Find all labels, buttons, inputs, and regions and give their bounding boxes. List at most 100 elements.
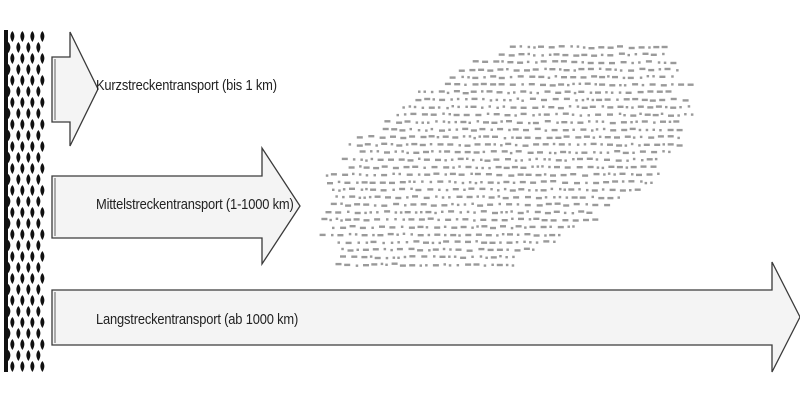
- leaf-shape: [10, 273, 15, 284]
- particle-mark: [584, 82, 591, 85]
- particle-mark: [361, 234, 368, 237]
- particle-mark: [682, 99, 689, 102]
- particle-mark: [524, 226, 527, 229]
- particle-mark: [544, 120, 551, 123]
- particle-mark: [624, 144, 628, 147]
- particle-mark: [520, 90, 527, 93]
- particle-mark: [628, 69, 635, 72]
- particle-mark: [563, 188, 566, 191]
- particle-mark: [548, 158, 551, 161]
- particle-mark: [625, 91, 632, 94]
- particle-mark: [501, 219, 508, 222]
- particle-mark: [625, 106, 629, 109]
- particle-mark: [404, 120, 411, 123]
- particle-mark: [527, 151, 534, 154]
- particle-mark: [561, 121, 568, 124]
- particle-mark: [425, 129, 428, 132]
- particle-mark: [441, 210, 444, 213]
- label-short-distance: Kurzstreckentransport (bis 1 km): [96, 77, 277, 94]
- particle-mark: [396, 113, 399, 117]
- particle-mark: [553, 53, 560, 56]
- particle-mark: [444, 173, 447, 176]
- particle-mark: [490, 188, 493, 191]
- particle-mark: [594, 83, 597, 86]
- particle-mark: [485, 173, 492, 176]
- particle-mark: [520, 166, 527, 169]
- particle-mark: [503, 180, 510, 184]
- particle-mark: [424, 173, 431, 176]
- particle-mark: [564, 90, 571, 93]
- particle-mark: [653, 45, 660, 49]
- leaf-shape: [26, 130, 31, 141]
- particle-mark: [493, 158, 500, 161]
- particle-mark: [554, 151, 557, 155]
- particle-mark: [418, 157, 421, 160]
- particle-mark: [559, 187, 562, 191]
- particle-mark: [392, 172, 395, 175]
- particle-mark: [517, 61, 524, 64]
- particle-mark: [363, 219, 370, 222]
- particle-mark: [550, 219, 557, 222]
- particle-mark: [446, 91, 450, 95]
- particle-mark: [452, 188, 459, 191]
- particle-mark: [480, 82, 487, 86]
- particle-mark: [583, 143, 587, 146]
- particle-mark: [661, 45, 668, 49]
- particle-mark: [365, 174, 369, 177]
- particle-mark: [421, 121, 424, 124]
- particle-mark: [393, 202, 400, 206]
- particle-mark: [595, 120, 599, 123]
- particle-mark: [425, 226, 429, 229]
- particle-mark: [497, 189, 500, 192]
- particle-mark: [374, 218, 381, 221]
- particle-mark: [400, 225, 404, 228]
- particle-mark: [543, 113, 550, 116]
- particle-mark: [460, 225, 467, 229]
- leaf-shape: [40, 53, 45, 64]
- particle-mark: [342, 188, 346, 191]
- particle-mark: [555, 91, 562, 94]
- particle-mark: [428, 249, 431, 252]
- particle-mark: [514, 114, 517, 117]
- leaf-shape: [10, 163, 15, 174]
- particle-mark: [448, 255, 451, 258]
- particle-mark: [433, 255, 436, 258]
- particle-mark: [499, 241, 502, 244]
- particle-mark: [508, 54, 515, 57]
- particle-mark: [409, 135, 416, 138]
- particle-mark: [575, 99, 578, 102]
- particle-mark: [547, 76, 551, 79]
- leaf-shape: [40, 207, 45, 218]
- particle-mark: [607, 172, 611, 175]
- particle-mark: [421, 180, 424, 183]
- particle-mark: [435, 120, 438, 123]
- particle-mark: [567, 83, 570, 87]
- particle-mark: [599, 151, 603, 154]
- particle-mark: [409, 264, 416, 267]
- particle-mark: [583, 218, 589, 222]
- particle-mark: [402, 218, 405, 221]
- particle-mark: [423, 166, 426, 169]
- particle-mark: [457, 157, 464, 161]
- particle-mark: [541, 98, 547, 102]
- particle-mark: [506, 241, 513, 244]
- particle-mark: [540, 180, 547, 183]
- particle-mark: [509, 83, 516, 86]
- leaf-shape: [16, 130, 21, 141]
- particle-mark: [549, 84, 556, 87]
- particle-mark: [396, 144, 403, 147]
- particle-mark: [386, 218, 389, 221]
- particle-mark: [561, 76, 567, 79]
- particle-mark: [384, 210, 391, 213]
- particle-mark: [667, 143, 674, 146]
- particle-mark: [354, 203, 361, 206]
- label-medium-distance: Mittelstreckentransport (1-1000 km): [96, 196, 294, 213]
- particle-mark: [348, 232, 352, 236]
- particle-mark: [588, 47, 595, 50]
- leaf-shape: [30, 295, 35, 306]
- particle-mark: [645, 60, 652, 63]
- particle-mark: [573, 54, 580, 57]
- particle-mark: [432, 264, 439, 267]
- particle-mark: [663, 61, 667, 64]
- particle-mark: [521, 83, 524, 86]
